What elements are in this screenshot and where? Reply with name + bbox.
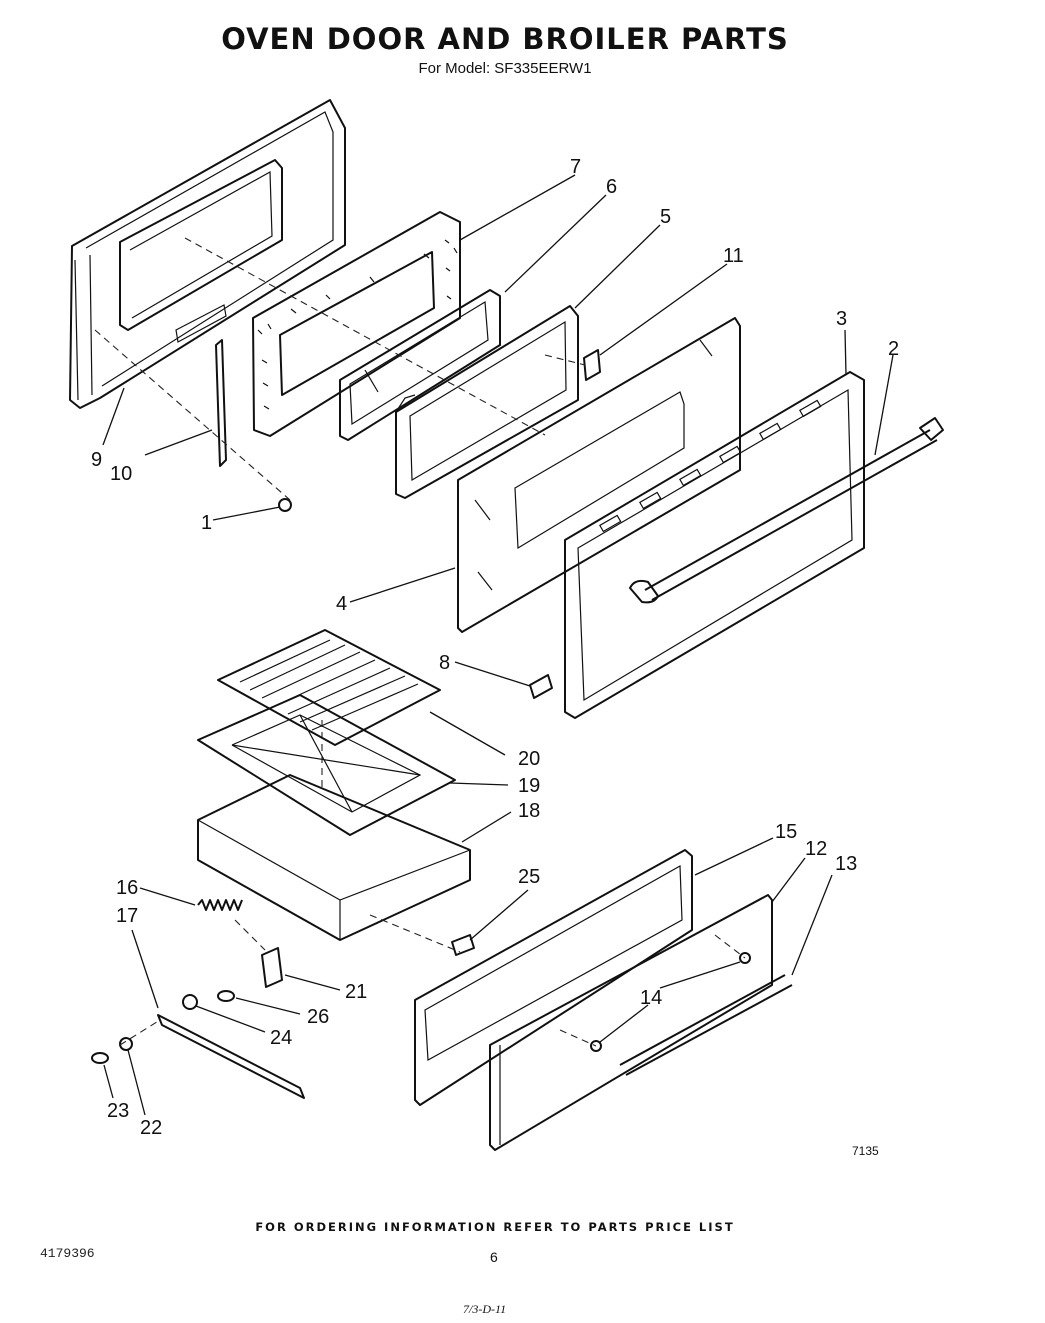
callout-7: 7 <box>570 156 581 178</box>
hinge-bushing <box>182 994 198 1010</box>
hinge-stop <box>529 674 553 699</box>
callout-2: 2 <box>888 338 899 360</box>
door-spacer <box>215 339 227 467</box>
hinge-bracket <box>261 947 283 988</box>
arm-screw <box>91 1052 109 1064</box>
inner-door-panel <box>69 99 346 409</box>
leader-lines <box>102 174 894 1116</box>
inner-window-frame <box>395 305 579 499</box>
door-handle <box>629 417 944 604</box>
callout-21: 21 <box>345 981 367 1003</box>
door-gasket <box>252 211 461 437</box>
handle-spacers <box>590 952 751 1052</box>
glass-retainer-frame <box>339 289 501 441</box>
figure-code: 7135 <box>852 1144 879 1158</box>
callout-14: 14 <box>640 987 662 1009</box>
broiler-pan <box>197 774 471 941</box>
page-title: OVEN DOOR AND BROILER PARTS <box>221 22 789 56</box>
callout-3: 3 <box>836 308 847 330</box>
callout-19: 19 <box>518 775 540 797</box>
callout-1: 1 <box>201 512 212 534</box>
callout-8: 8 <box>439 652 450 674</box>
callout-18: 18 <box>518 800 540 822</box>
callout-12: 12 <box>805 838 827 860</box>
callout-5: 5 <box>660 206 671 228</box>
broiler-spring <box>197 899 243 911</box>
callout-20: 20 <box>518 748 540 770</box>
outer-door-frame <box>564 371 865 719</box>
alignment-lines <box>94 237 746 1047</box>
outer-door-glass <box>457 317 741 633</box>
broiler-door-handle <box>619 974 793 1076</box>
door-clip <box>583 349 601 381</box>
callout-4: 4 <box>336 593 347 615</box>
broiler-grid <box>217 629 441 746</box>
callout-labels: 1 2 3 4 5 6 7 8 9 10 11 12 13 14 15 16 1… <box>91 156 899 1139</box>
callout-11: 11 <box>723 245 744 267</box>
ordering-note: FOR ORDERING INFORMATION REFER TO PARTS … <box>255 1220 735 1234</box>
callout-16: 16 <box>116 877 138 899</box>
door-screw <box>278 498 292 512</box>
document-number: 4179396 <box>40 1246 95 1261</box>
callout-22: 22 <box>140 1117 162 1139</box>
broiler-door-inner-panel <box>414 849 693 1106</box>
callout-23: 23 <box>107 1100 129 1122</box>
callout-6: 6 <box>606 176 617 198</box>
callout-15: 15 <box>775 821 797 843</box>
model-subtitle: For Model: SF335EERW1 <box>418 60 592 77</box>
callout-10: 10 <box>110 463 132 485</box>
callout-9: 9 <box>91 449 102 471</box>
handwritten-stamp: 7/3-D-11 <box>463 1302 507 1316</box>
hinge-screw <box>217 990 235 1002</box>
broiler-clip <box>451 934 475 956</box>
callout-24: 24 <box>270 1027 292 1049</box>
page-number: 6 <box>490 1249 498 1265</box>
broiler-pan-liner <box>197 694 456 836</box>
broiler-door-outer-panel <box>489 894 773 1151</box>
hinge-arm <box>157 1014 305 1099</box>
arm-washer <box>119 1037 133 1051</box>
callout-13: 13 <box>835 853 857 875</box>
callout-17: 17 <box>116 905 138 927</box>
callout-26: 26 <box>307 1006 329 1028</box>
callout-25: 25 <box>518 866 540 888</box>
